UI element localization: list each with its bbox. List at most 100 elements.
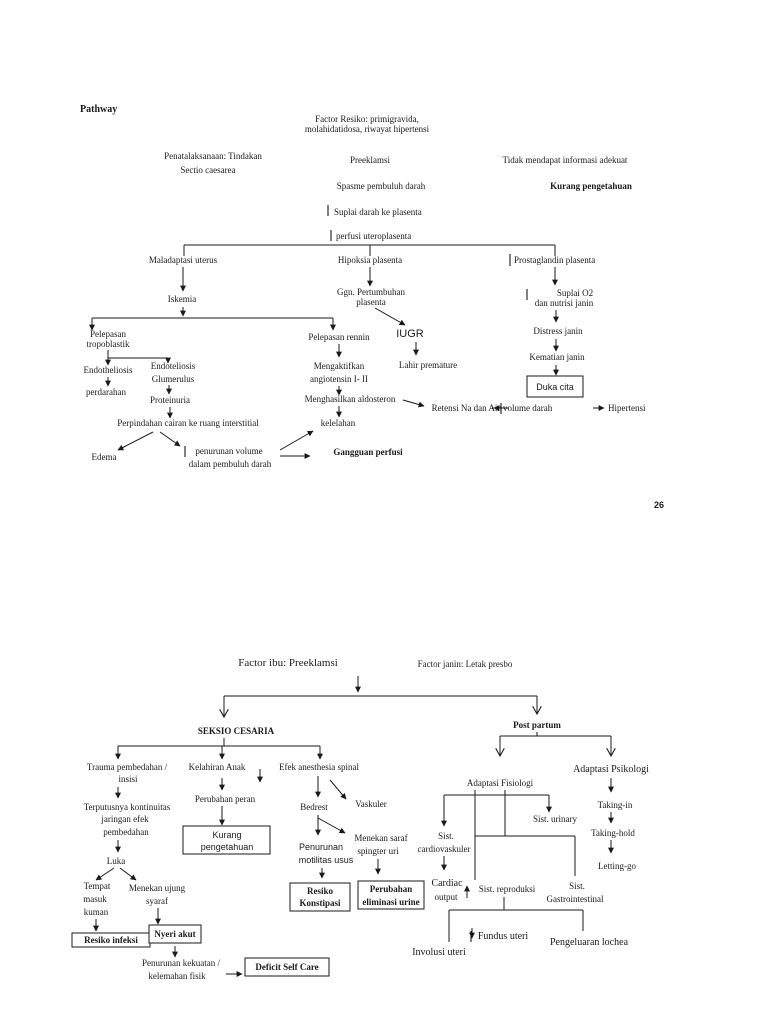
endoteliosis-glom-line-1: Endoteliosis <box>151 361 196 371</box>
mengaktifkan-line-1: Mengaktifkan <box>314 361 365 371</box>
factor-janin-node: Factor janin: Letak presbo <box>418 659 513 669</box>
ggn-pertumbuhan-line-1: Ggn. Pertumbuhan <box>337 287 405 297</box>
nyeri-akut-box <box>148 924 202 944</box>
arrow <box>159 431 181 447</box>
efek-anestesi-node: Efek anesthesia spinal <box>279 762 359 772</box>
arrow <box>279 430 314 451</box>
iugr-node: IUGR <box>396 328 424 340</box>
resiko-konstipasi-box <box>289 882 351 912</box>
terputusnya-line-3: pembedahan <box>103 827 149 837</box>
sist-reproduksi-node: Sist. reproduksi <box>479 884 536 894</box>
perubahan-eliminasi-line-2: eliminasi urine <box>362 897 419 907</box>
perubahan-eliminasi-box <box>357 880 425 910</box>
trauma-line-2: insisi <box>118 774 138 784</box>
retensi-node: Retensi Na dan Air <box>432 403 501 413</box>
pathway-bottom: Factor ibu: Preeklamsi Factor janin: Let… <box>71 657 649 981</box>
lahir-prematur-node: Lahir premature <box>399 360 457 370</box>
letting-go-node: Letting-go <box>598 861 636 871</box>
fundus-node: Fundus uteri <box>478 931 529 942</box>
resiko-infeksi-label: Resiko infeksi <box>84 935 138 945</box>
cardiac-output-line-1: Cardiac <box>431 878 463 889</box>
edema-node: Edema <box>92 452 117 462</box>
cardiac-output-line-2: output <box>434 892 458 902</box>
deficit-self-care-box <box>244 957 330 977</box>
endotheliosis-node: Endotheliosis <box>84 365 133 375</box>
ggn-pertumbuhan-line-2: plasenta <box>356 297 386 307</box>
resiko-konstipasi-line-1: Resiko <box>307 886 334 896</box>
kelahiran-anak-node: Kelahiran Anak <box>189 762 246 772</box>
sist-cardio-line-1: Sist. <box>438 831 454 841</box>
perdarahan-node: perdarahan <box>86 387 126 397</box>
duka-cita-label: Duka cita <box>536 382 574 392</box>
arrow <box>317 817 346 834</box>
hipoksia-node: Hipoksia plasenta <box>338 255 402 265</box>
factor-ibu-node: Factor ibu: Preeklamsi <box>238 657 338 669</box>
risk-factor-line-1: Factor Resiko: primigravida, <box>315 114 419 124</box>
pelepasan-trofoblastik-line-2: tropoblastik <box>87 339 130 349</box>
seksio-node: SEKSIO CESARIA <box>198 726 275 736</box>
suplai-o2-line-1: Suplai O2 <box>557 288 593 298</box>
aldosteron-node: Menghasilkan aldosteron <box>305 394 396 404</box>
penurunan-volume-line-1: penurunan volume <box>195 446 262 456</box>
prostaglandin-node: Prostaglandin plasenta <box>514 255 595 265</box>
iskemia-node: Iskemia <box>168 294 197 304</box>
pelepasan-rennin-node: Pelepasan rennin <box>308 332 370 342</box>
arrow <box>119 867 137 881</box>
proteinuria-node: Proteinuria <box>150 395 190 405</box>
kurang-pengetahuan-box <box>182 825 271 855</box>
menekan-saraf-line-1: Menekan saraf <box>354 833 407 843</box>
sist-gastro-line-1: Sist. <box>569 881 585 891</box>
deficit-self-care-label: Deficit Self Care <box>255 962 318 972</box>
pengeluaran-lochea-node: Pengeluaran lochea <box>550 937 629 948</box>
trauma-line-1: Trauma pembedahan / <box>87 762 168 772</box>
pathway-top: Pathway Factor Resiko: primigravida, mol… <box>80 104 646 469</box>
menekan-saraf-line-2: spingter uri <box>357 846 399 856</box>
management-line-1: Penatalaksanaan: Tindakan <box>164 151 262 161</box>
gangguan-perfusi-node: Gangguan perfusi <box>333 447 403 457</box>
arrow <box>374 307 406 326</box>
perfusi-node: perfusi uteroplasenta <box>336 231 411 241</box>
luka-node: Luka <box>107 856 126 866</box>
involusi-node: Involusi uteri <box>412 947 466 958</box>
resiko-konstipasi-line-2: Konstipasi <box>299 898 341 908</box>
menekan-ujung-line-1: Menekan ujung <box>129 883 186 893</box>
duka-cita-box <box>526 375 584 398</box>
suplai-plasenta-node: Suplai darah ke plasenta <box>334 207 422 217</box>
preeklamsi-node: Preeklamsi <box>350 155 390 165</box>
bedrest-node: Bedrest <box>300 802 328 812</box>
sist-gastro-line-2: Gastrointestinal <box>547 894 604 904</box>
taking-hold-node: Taking-hold <box>591 828 635 838</box>
sist-urinary-node: Sist. urinary <box>533 814 577 824</box>
endoteliosis-glom-line-2: Glumerulus <box>152 374 195 384</box>
kurang-pengetahuan-node: Kurang pengetahuan <box>550 181 632 191</box>
tempat-masuk-line-1: Tempat <box>84 881 111 891</box>
penurunan-kekuatan-line-1: Penurunan kekuatan / <box>142 958 220 968</box>
perubahan-peran-node: Perubahan peran <box>195 794 256 804</box>
kurang-pengetahuan-line-2: pengetahuan <box>201 842 254 852</box>
tempat-masuk-line-3: kuman <box>84 907 109 917</box>
vaskuler-node: Vaskuler <box>355 799 387 809</box>
kematian-node: Kematian janin <box>529 352 585 362</box>
perubahan-eliminasi-line-1: Perubahan <box>370 884 413 894</box>
kurang-pengetahuan-line-1: Kurang <box>212 830 241 840</box>
info-node: Tidak mendapat informasi adekuat <box>503 155 628 165</box>
taking-in-node: Taking-in <box>598 800 633 810</box>
spasme-node: Spasme pembuluh darah <box>337 181 426 191</box>
menekan-ujung-line-2: syaraf <box>146 896 168 906</box>
penurunan-volume-line-2: dalam pembuluh darah <box>189 459 272 469</box>
sist-cardio-line-2: cardiovaskuler <box>418 844 471 854</box>
mengaktifkan-line-2: angiotensin I- II <box>310 374 368 384</box>
penurunan-motilitas-line-1: Penurunan <box>299 842 343 852</box>
distress-node: Distress janin <box>533 326 583 336</box>
arrow <box>402 399 425 408</box>
suplai-o2-line-2: dan nutrisi janin <box>535 298 594 308</box>
tempat-masuk-line-2: masuk <box>83 894 107 904</box>
arrow <box>329 779 347 800</box>
penurunan-kekuatan-line-2: kelemahan fisik <box>148 971 206 981</box>
terputusnya-line-2: jaringan efek <box>100 814 149 824</box>
adaptasi-fisiologi-node: Adaptasi Fisiologi <box>467 778 534 788</box>
maladaptasi-node: Maladaptasi uterus <box>149 255 218 265</box>
penurunan-motilitas-line-2: motilitas usus <box>299 855 354 865</box>
